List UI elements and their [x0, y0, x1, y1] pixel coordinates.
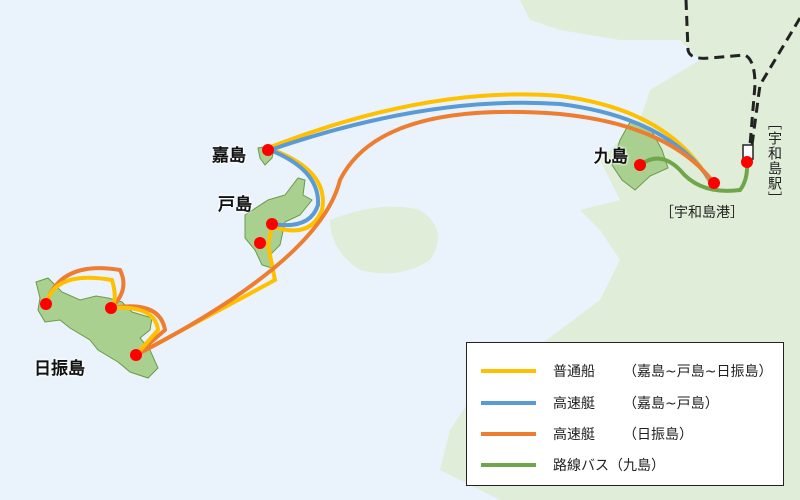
stop-tojima-1	[266, 218, 278, 230]
legend: 普通船 （嘉島~戸島~日振島） 高速艇 （嘉島~戸島） 高速艇 （日振島） 路線…	[466, 342, 784, 486]
label-kushima: 九島	[594, 147, 628, 167]
route-kosokutei-hiburi	[134, 109, 716, 357]
land-patch	[330, 206, 438, 274]
route-hiburi-loop	[44, 266, 168, 357]
route-hiburi-loop-2	[44, 275, 161, 357]
legend-swatch	[481, 463, 536, 467]
legend-swatch	[481, 369, 536, 373]
route-kosokutei-tojima	[264, 100, 714, 228]
legend-route: 高速艇	[553, 396, 595, 412]
route-futsusen	[134, 92, 712, 357]
legend-item: 高速艇 （嘉島~戸島）	[481, 393, 719, 413]
railway	[684, 0, 757, 146]
island-hiburijima	[35, 277, 159, 379]
stop-kushima	[634, 159, 646, 171]
stop-kashima	[262, 144, 274, 156]
label-tojima: 戸島	[218, 195, 252, 215]
stop-uwajima-station	[741, 156, 753, 168]
legend-note: （嘉島~戸島~日振島）	[623, 364, 773, 380]
legend-route: 路線バス	[553, 458, 609, 474]
label-uwajima-port: ［宇和島港］	[660, 205, 744, 221]
legend-route: 普通船	[553, 364, 595, 380]
stop-hiburi-1	[40, 298, 52, 310]
legend-item: 高速艇 （日振島）	[481, 424, 693, 444]
label-uwajima-station: ［宇和島駅］	[766, 116, 782, 206]
legend-note: （嘉島~戸島）	[623, 396, 719, 412]
legend-route: 高速艇	[553, 427, 595, 443]
legend-swatch	[481, 401, 536, 405]
railway	[750, 17, 800, 146]
stop-hiburi-2	[105, 302, 117, 314]
legend-swatch	[481, 432, 536, 436]
route-bus-kushima	[638, 156, 750, 193]
legend-item: 普通船 （嘉島~戸島~日振島）	[481, 361, 772, 381]
stop-hiburi-3	[130, 349, 142, 361]
stop-tojima-2	[254, 237, 266, 249]
legend-note: （日振島）	[623, 427, 693, 443]
label-hiburijima: 日振島	[34, 359, 85, 379]
stop-uwajima-port	[708, 177, 720, 189]
label-kashima: 嘉島	[212, 146, 246, 166]
legend-item: 路線バス （九島）	[481, 455, 665, 475]
legend-note: （九島）	[609, 458, 665, 474]
